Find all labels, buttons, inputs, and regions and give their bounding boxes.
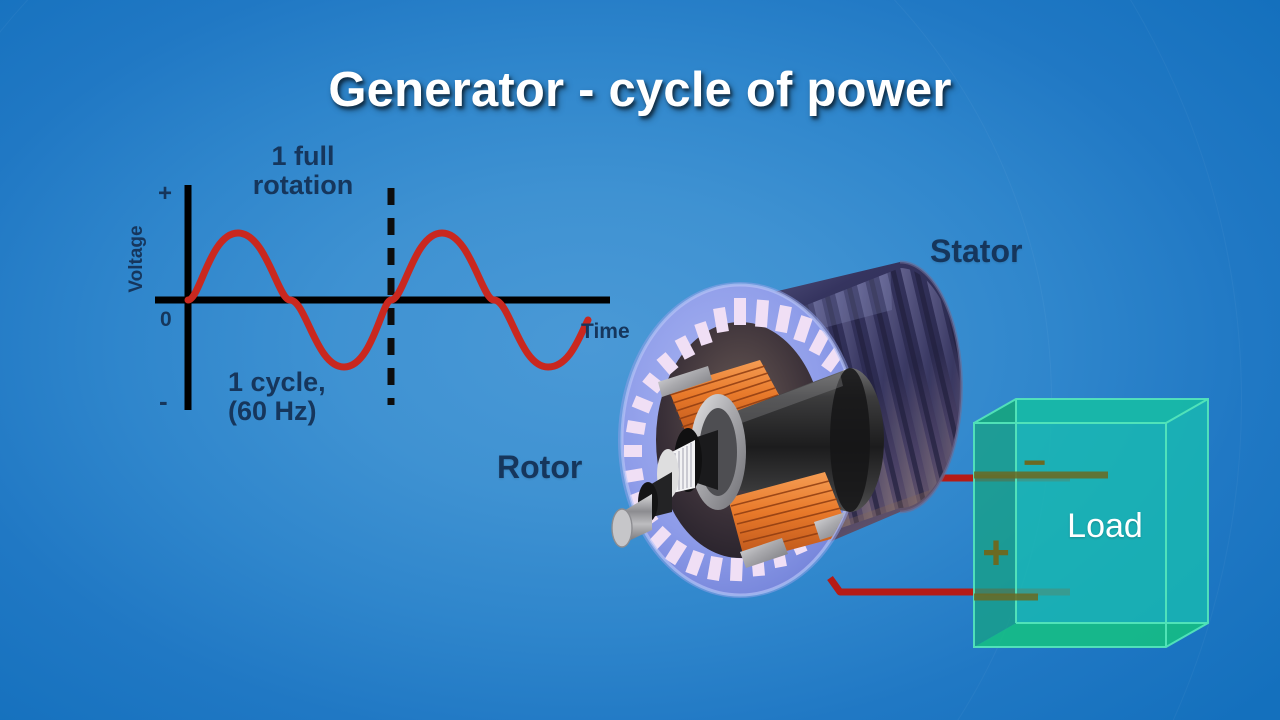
y-tick-negative: - bbox=[159, 386, 168, 416]
rotor-label: Rotor bbox=[497, 449, 583, 485]
load-component: − + Load bbox=[960, 385, 1220, 650]
terminal-positive-sign: + bbox=[982, 527, 1011, 580]
rotor-copper-winding-lower bbox=[728, 472, 858, 568]
y-tick-zero: 0 bbox=[160, 308, 172, 331]
x-axis-label: Time bbox=[581, 320, 630, 343]
load-cube-svg bbox=[973, 398, 1209, 648]
page-title: Generator - cycle of power bbox=[328, 63, 952, 117]
rotor-shaft-assembly bbox=[611, 394, 746, 548]
y-tick-positive: + bbox=[158, 180, 173, 207]
rotor-core bbox=[718, 368, 884, 512]
voltage-waveform-chart: Voltage Time + 0 - 1 full rotation 1 cyc… bbox=[110, 130, 650, 470]
waveform-svg bbox=[155, 185, 610, 410]
sine-wave-path bbox=[184, 229, 592, 371]
load-cube-front-face bbox=[1016, 399, 1208, 623]
y-axis-label: Voltage bbox=[126, 225, 147, 293]
load-cube-left-face bbox=[974, 399, 1016, 647]
terminal-negative-sign: − bbox=[1023, 441, 1047, 485]
load-label: Load bbox=[1067, 507, 1143, 545]
shaft-end-face bbox=[612, 509, 632, 547]
annotation-cycle-frequency: 1 cycle, (60 Hz) bbox=[228, 367, 326, 426]
generator-cutaway-illustration bbox=[611, 260, 963, 598]
load-cube-bottom-face bbox=[974, 623, 1208, 647]
stator-label: Stator bbox=[930, 233, 1023, 269]
annotation-full-rotation: 1 full rotation bbox=[252, 141, 354, 200]
